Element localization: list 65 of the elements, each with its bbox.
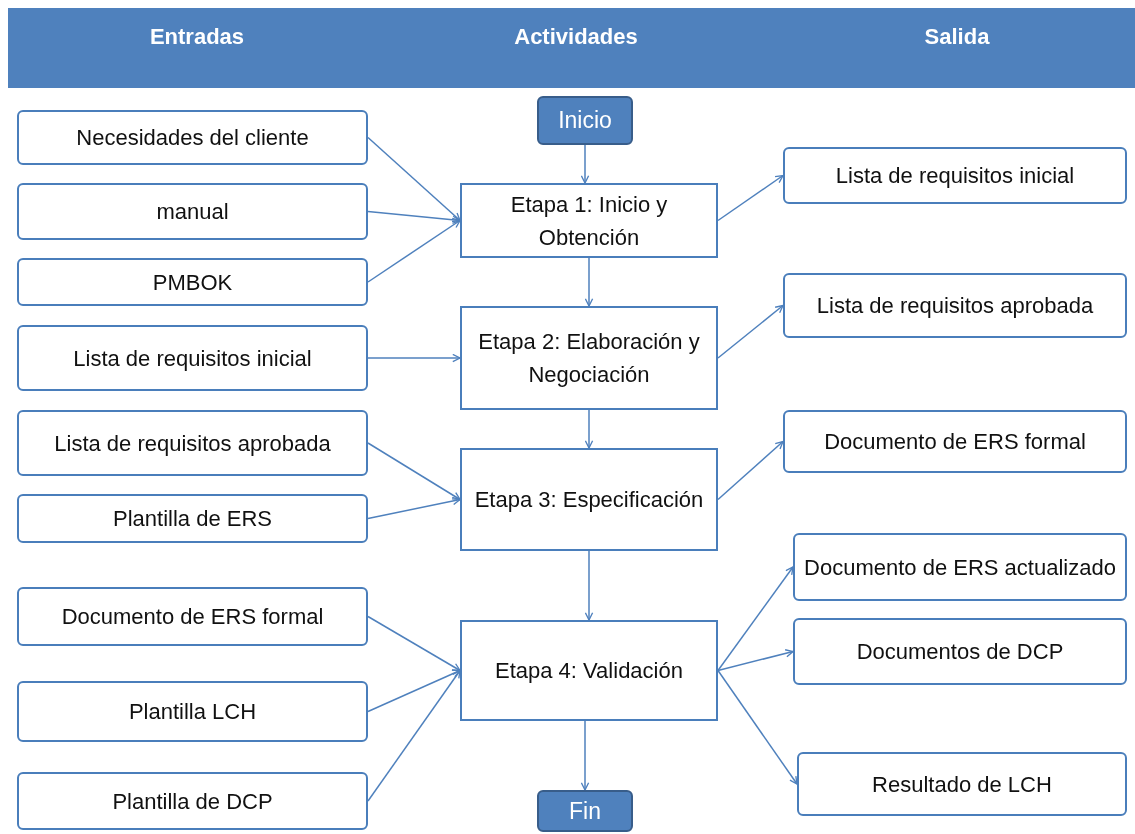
document-box — [793, 618, 1127, 685]
node-text: Documento de ERS formal — [824, 428, 1086, 456]
node-text: Necesidades del cliente — [76, 124, 309, 152]
arrow — [367, 615, 461, 672]
node-text: Etapa 2: Elaboración y Negociación — [477, 328, 701, 389]
arrow — [717, 669, 798, 785]
arrow — [717, 649, 794, 672]
document-box — [17, 681, 368, 742]
arrow — [367, 353, 461, 363]
document-box — [783, 273, 1127, 338]
document-box — [17, 410, 368, 476]
document-box — [783, 147, 1127, 204]
arrow — [367, 669, 461, 713]
node-text: Documento de ERS actualizado — [804, 553, 1116, 582]
document-box — [17, 110, 368, 165]
node-text: Etapa 4: Validación — [495, 657, 683, 685]
node-text: PMBOK — [152, 268, 233, 297]
document-box — [793, 533, 1127, 601]
node-text: Lista de requisitos inicial — [73, 344, 312, 373]
node-text: manual — [156, 198, 229, 226]
document-box — [17, 494, 368, 543]
terminal-box — [537, 790, 633, 832]
node-text: Etapa 3: Especificación — [474, 486, 704, 514]
arrow — [367, 210, 461, 225]
process-box — [460, 620, 718, 721]
arrow — [580, 144, 590, 184]
node-text: Plantilla de DCP — [112, 787, 273, 816]
arrow — [367, 442, 461, 501]
document-box — [17, 183, 368, 240]
arrow — [367, 496, 461, 520]
node-text: Plantilla de ERS — [113, 505, 272, 533]
arrow — [584, 550, 594, 621]
process-box — [460, 306, 718, 410]
node-text: Plantilla LCH — [128, 698, 257, 726]
node-text: Etapa 1: Inicio y Obtención — [509, 190, 669, 252]
process-box — [460, 448, 718, 551]
arrow — [717, 304, 784, 359]
arrow — [584, 409, 594, 449]
arrow — [717, 566, 794, 672]
node-text: Inicio — [558, 106, 612, 136]
document-box — [783, 410, 1127, 473]
node-text: Resultado de LCH — [872, 770, 1052, 799]
arrow — [367, 136, 461, 222]
terminal-box — [537, 96, 633, 145]
document-box — [17, 587, 368, 646]
arrow — [717, 174, 784, 222]
document-box — [797, 752, 1127, 816]
node-text: Documento de ERS formal — [61, 603, 324, 631]
node-text: Lista de requisitos inicial — [835, 162, 1075, 190]
arrow — [367, 219, 461, 283]
process-box — [460, 183, 718, 258]
document-box — [17, 325, 368, 391]
arrow — [584, 257, 594, 307]
column-heading: Salida — [924, 24, 990, 50]
arrow — [717, 440, 784, 501]
node-text: Fin — [569, 796, 601, 826]
node-text: Lista de requisitos aprobada — [816, 292, 1094, 320]
arrow — [580, 720, 590, 791]
column-heading: Actividades — [514, 24, 638, 50]
arrow — [367, 669, 461, 802]
column-heading: Entradas — [149, 24, 245, 50]
document-box — [17, 772, 368, 830]
document-box — [17, 258, 368, 306]
node-text: Documentos de DCP — [856, 638, 1064, 666]
node-text: Lista de requisitos aprobada — [54, 429, 331, 458]
